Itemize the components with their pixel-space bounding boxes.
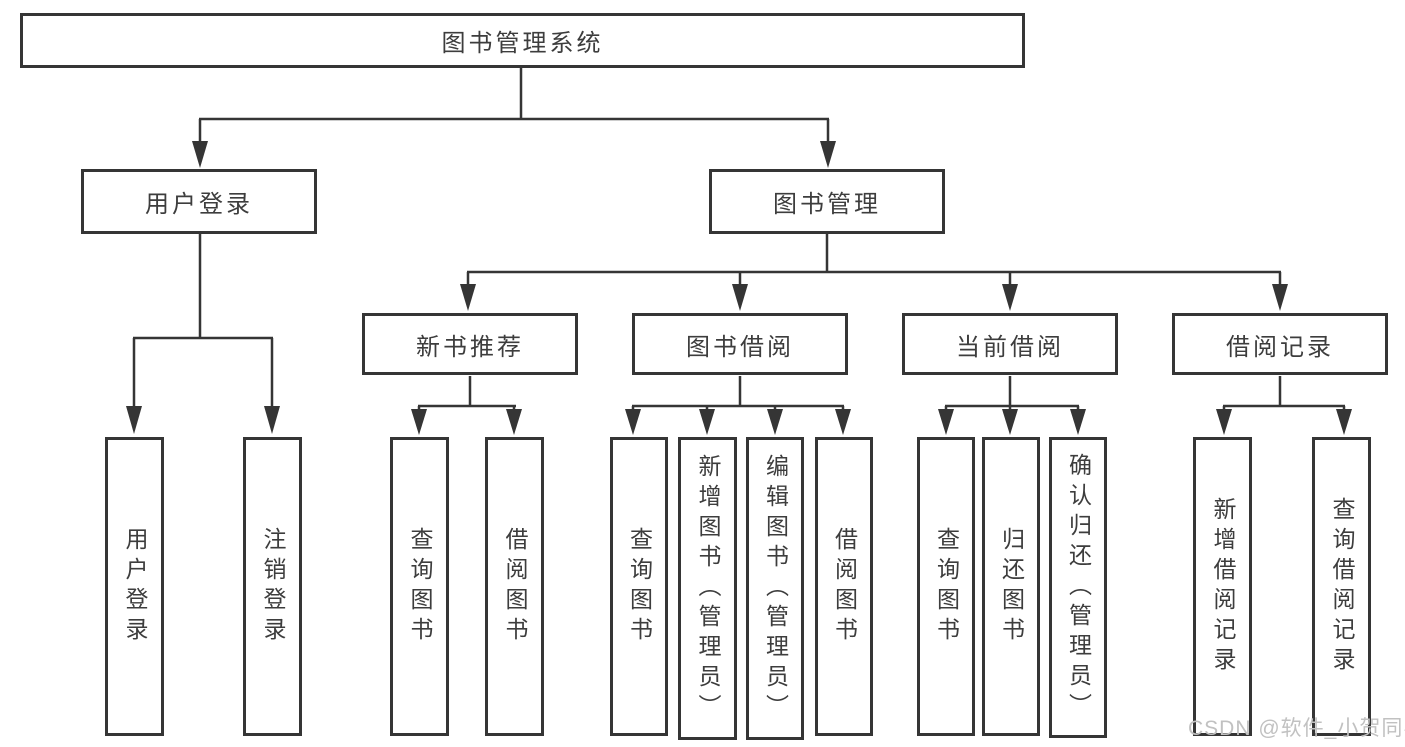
node-user-login: 用户登录: [81, 169, 317, 234]
leaf-query-books-borrow: 查询图书: [610, 437, 668, 736]
node-label: 新增图书（管理员）: [695, 453, 721, 724]
arrow-down-icon: [835, 409, 851, 435]
node-label: 编辑图书（管理员）: [762, 453, 789, 724]
node-borrowing-records: 借阅记录: [1172, 313, 1388, 375]
arrow-down-icon: [625, 409, 641, 435]
node-label: 借阅图书: [502, 526, 528, 647]
leaf-query-borrow-record: 查询借阅记录: [1312, 437, 1371, 736]
leaf-edit-books-admin: 编辑图书（管理员）: [746, 437, 804, 740]
connector-book-mgmt-sections: [460, 234, 1288, 311]
node-label: 当前借阅: [956, 333, 1064, 361]
leaf-return-books: 归还图书: [982, 437, 1040, 736]
arrow-down-icon: [938, 409, 954, 435]
node-new-book-recommend: 新书推荐: [362, 313, 578, 375]
arrow-down-icon: [1272, 284, 1288, 311]
node-label: 新增借阅记录: [1210, 496, 1236, 677]
leaf-add-borrow-record: 新增借阅记录: [1193, 437, 1252, 736]
arrow-down-icon: [192, 141, 208, 168]
arrow-down-icon: [1002, 284, 1018, 311]
node-book-management: 图书管理: [709, 169, 945, 234]
leaf-borrow-books: 借阅图书: [815, 437, 873, 736]
arrow-down-icon: [1336, 409, 1352, 435]
node-label: 用户登录: [145, 191, 253, 218]
arrow-down-icon: [732, 284, 748, 311]
leaf-logout: 注销登录: [243, 437, 302, 736]
node-label: 图书管理系统: [441, 30, 604, 57]
arrow-down-icon: [411, 409, 427, 435]
leaf-query-books-recommend: 查询图书: [390, 437, 449, 736]
node-label: 图书管理: [773, 191, 881, 218]
node-current-borrowing: 当前借阅: [902, 313, 1118, 375]
leaf-user-login: 用户登录: [105, 437, 164, 736]
node-label: 用户登录: [122, 526, 148, 647]
node-label: 查询借阅记录: [1329, 496, 1355, 677]
node-label: 借阅记录: [1226, 333, 1334, 361]
node-label: 查询图书: [407, 526, 433, 647]
connector-book-borrow-children: [625, 376, 851, 435]
connector-new-book-children: [411, 376, 522, 435]
watermark: CSDN @软件_小贺同学: [1188, 717, 1405, 740]
arrow-down-icon: [506, 409, 522, 435]
node-label: 新书推荐: [416, 333, 524, 361]
node-label: 借阅图书: [831, 526, 858, 647]
node-label: 查询图书: [933, 526, 960, 647]
node-label: 注销登录: [260, 526, 286, 647]
arrow-down-icon: [264, 406, 280, 434]
arrow-down-icon: [1216, 409, 1232, 435]
connector-root-to-level2: [192, 66, 836, 168]
arrow-down-icon: [1070, 409, 1086, 435]
connector-records-children: [1216, 376, 1352, 435]
arrow-down-icon: [820, 141, 836, 168]
node-label: 确认归还（管理员）: [1065, 452, 1092, 723]
connector-current-borrow-children: [938, 376, 1086, 435]
node-book-borrowing: 图书借阅: [632, 313, 848, 375]
leaf-borrow-books-recommend: 借阅图书: [485, 437, 544, 736]
node-label: 图书借阅: [686, 333, 794, 361]
leaf-add-books-admin: 新增图书（管理员）: [678, 437, 737, 740]
arrow-down-icon: [767, 409, 783, 435]
node-system-root: 图书管理系统: [20, 13, 1025, 68]
node-label: 归还图书: [998, 526, 1025, 647]
leaf-query-books-current: 查询图书: [917, 437, 975, 736]
arrow-down-icon: [126, 406, 142, 434]
arrow-down-icon: [699, 409, 715, 435]
leaf-confirm-return-admin: 确认归还（管理员）: [1049, 437, 1107, 738]
arrow-down-icon: [460, 284, 476, 311]
connector-user-login-children: [126, 234, 280, 434]
arrow-down-icon: [1002, 409, 1018, 435]
node-label: 查询图书: [626, 526, 653, 647]
